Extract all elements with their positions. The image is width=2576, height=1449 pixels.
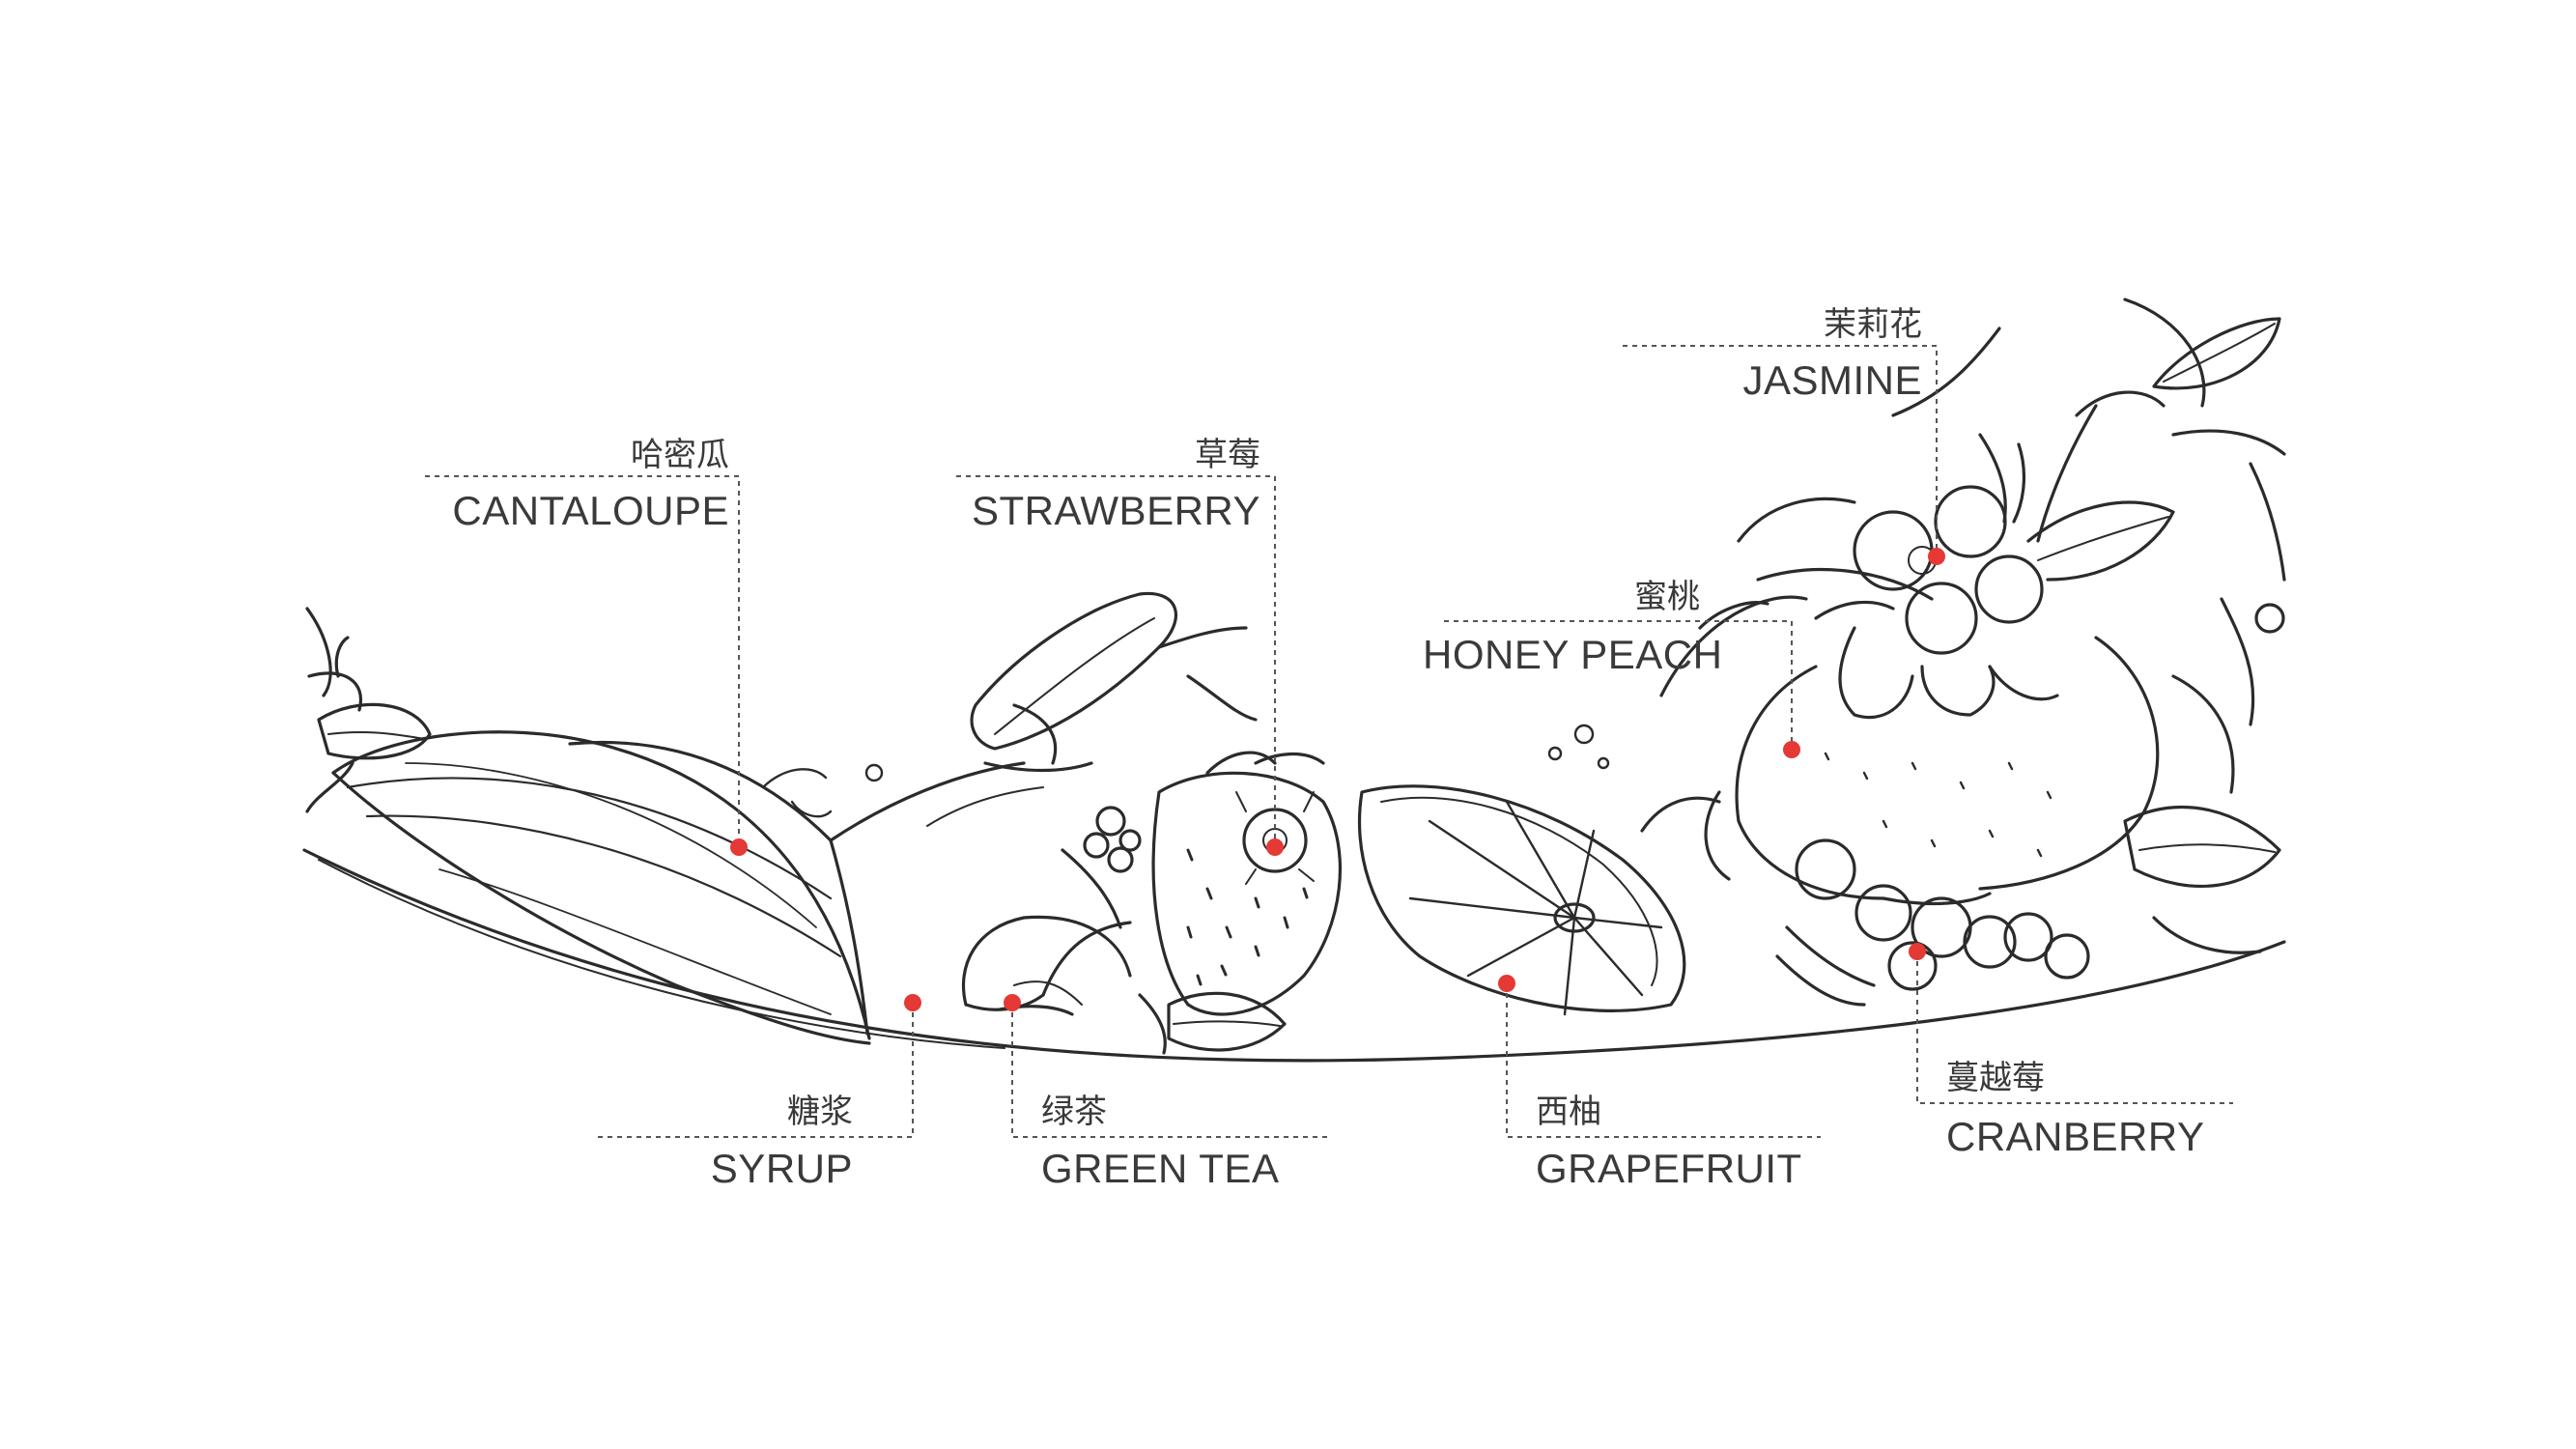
syrup-arc xyxy=(829,761,1026,842)
label-syrup-en: SYRUP xyxy=(710,1146,853,1191)
leader-honey-peach xyxy=(1444,620,1793,749)
label-grapefruit-zh: 西柚 xyxy=(1536,1093,1601,1131)
marker-green-tea xyxy=(1004,994,1021,1011)
grapefruit-slice-sketch xyxy=(1358,784,1686,1016)
label-syrup-zh: 糖浆 xyxy=(787,1093,853,1131)
leader-cranberry xyxy=(1916,952,2233,1104)
honey-peach-sketch xyxy=(1659,497,2160,906)
label-jasmine-zh: 茉莉花 xyxy=(1824,305,1922,344)
jasmine-flowers-sketch xyxy=(1814,433,2175,720)
sketch-illustration xyxy=(302,298,2286,1063)
marker-jasmine xyxy=(1928,548,1945,565)
label-honey-peach-en: HONEY PEACH xyxy=(1423,632,1723,677)
marker-honey-peach xyxy=(1783,741,1800,758)
label-cranberry-zh: 蔓越莓 xyxy=(1946,1059,2045,1097)
leader-lines xyxy=(425,345,2233,1138)
label-strawberry-zh: 草莓 xyxy=(1195,436,1260,474)
marker-cantaloupe xyxy=(730,838,748,856)
splash-marks xyxy=(761,724,1610,818)
label-cantaloupe-zh: 哈密瓜 xyxy=(631,436,729,474)
label-cantaloupe-en: CANTALOUPE xyxy=(452,488,729,533)
strawberry-leaf-top xyxy=(970,591,1258,773)
leader-grapefruit xyxy=(1506,983,1821,1138)
marker-grapefruit xyxy=(1498,975,1515,992)
marker-cranberry xyxy=(1909,943,1926,960)
left-leaf-cluster xyxy=(305,607,432,813)
bowl-rim-line xyxy=(302,848,2286,1063)
label-honey-peach-zh: 蜜桃 xyxy=(1634,578,1700,616)
cantaloupe-slice-sketch xyxy=(331,730,871,1045)
ingredient-markers xyxy=(730,548,1945,1011)
strawberry-sketch xyxy=(1061,751,1343,1016)
label-green-tea-zh: 绿茶 xyxy=(1041,1093,1107,1131)
leader-cantaloupe xyxy=(425,475,740,845)
label-grapefruit-en: GRAPEFRUIT xyxy=(1536,1146,1802,1191)
label-cranberry-en: CRANBERRY xyxy=(1946,1114,2205,1159)
upper-right-foliage xyxy=(1891,298,2286,794)
label-green-tea-en: GREEN TEA xyxy=(1041,1146,1280,1191)
label-jasmine-en: JASMINE xyxy=(1742,357,1922,403)
cranberry-cluster-sketch xyxy=(1640,790,2281,1007)
leader-strawberry xyxy=(956,475,1276,845)
marker-syrup xyxy=(904,994,921,1011)
label-strawberry-en: STRAWBERRY xyxy=(971,488,1260,533)
leader-jasmine xyxy=(1623,345,1938,555)
marker-strawberry xyxy=(1266,838,1284,856)
